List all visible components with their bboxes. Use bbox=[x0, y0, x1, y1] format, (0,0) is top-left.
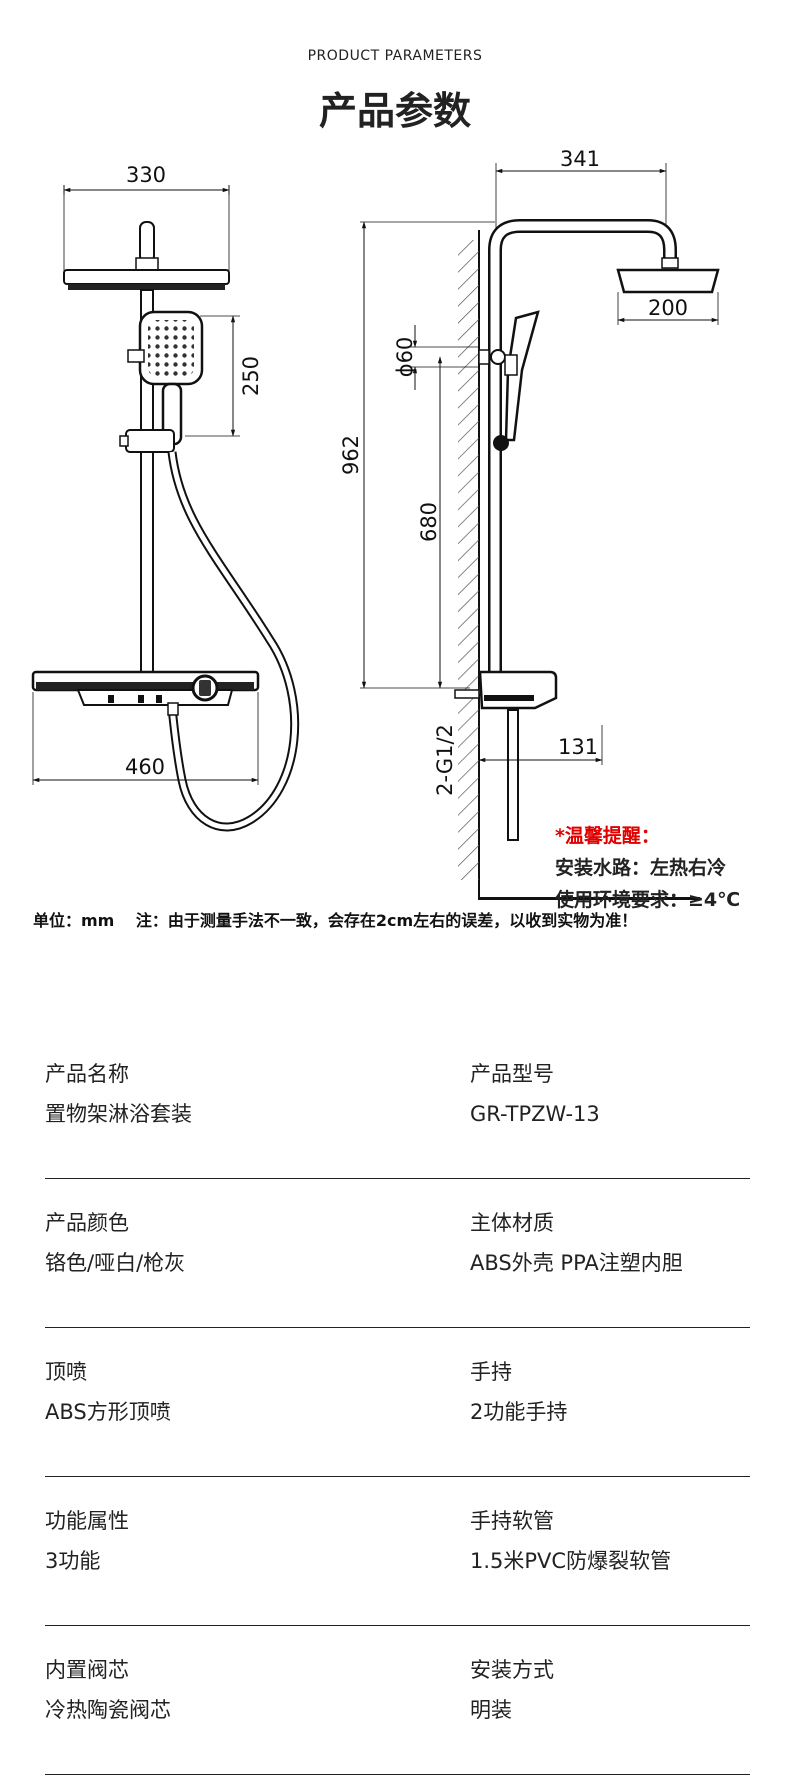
spec-label: 内置阀芯 bbox=[45, 1658, 129, 1682]
spec-row: 顶喷 ABS方形顶喷 手持 2功能手持 bbox=[45, 1328, 750, 1477]
spec-row: 产品颜色 铬色/哑白/枪灰 主体材质 ABS外壳 PPA注塑内胆 bbox=[45, 1179, 750, 1328]
dim-arm-reach: 341 bbox=[560, 147, 600, 171]
spec-row: 产品名称 置物架淋浴套装 产品型号 GR-TPZW-13 bbox=[45, 1030, 750, 1179]
spec-cell: 功能属性 3功能 bbox=[45, 1501, 385, 1581]
spec-cell: 内置阀芯 冷热陶瓷阀芯 bbox=[45, 1650, 385, 1730]
dim-pipe-dia: ϕ60 bbox=[393, 337, 417, 378]
front-view: 330 250 bbox=[31, 163, 300, 832]
spec-cell: 手持 2功能手持 bbox=[470, 1352, 790, 1432]
technical-drawing: 330 250 bbox=[31, 147, 720, 900]
dim-head-width: 330 bbox=[126, 163, 166, 187]
spec-value: 1.5米PVC防爆裂软管 bbox=[470, 1549, 672, 1573]
spec-value: 冷热陶瓷阀芯 bbox=[45, 1698, 171, 1722]
dim-head-depth: 200 bbox=[648, 296, 688, 320]
spec-value: GR-TPZW-13 bbox=[470, 1102, 600, 1126]
spec-value: 铬色/哑白/枪灰 bbox=[45, 1251, 186, 1275]
notice-title: *温馨提醒： bbox=[555, 825, 660, 847]
dim-total-height: 962 bbox=[339, 435, 363, 475]
notice-line-1: 安装水路：左热右冷 bbox=[555, 857, 727, 879]
spec-value: 明装 bbox=[470, 1698, 512, 1722]
spec-cell: 产品颜色 铬色/哑白/枪灰 bbox=[45, 1203, 385, 1283]
spec-cell: 手持软管 1.5米PVC防爆裂软管 bbox=[470, 1501, 790, 1581]
spec-value: 3功能 bbox=[45, 1549, 101, 1573]
spec-label: 产品名称 bbox=[45, 1062, 129, 1086]
dim-mount-height: 680 bbox=[417, 502, 441, 542]
spec-label: 产品颜色 bbox=[45, 1211, 129, 1235]
spec-label: 产品型号 bbox=[470, 1062, 554, 1086]
spec-row: 功能属性 3功能 手持软管 1.5米PVC防爆裂软管 bbox=[45, 1477, 750, 1626]
spec-cell: 安装方式 明装 bbox=[470, 1650, 790, 1730]
notice-line-2: 使用环境要求：≥4℃ bbox=[555, 889, 741, 911]
spec-value: 置物架淋浴套装 bbox=[45, 1102, 192, 1126]
spec-label: 手持 bbox=[470, 1360, 512, 1384]
spec-label: 手持软管 bbox=[470, 1509, 554, 1533]
spec-value: ABS方形顶喷 bbox=[45, 1400, 171, 1424]
spec-row: 内置阀芯 冷热陶瓷阀芯 安装方式 明装 bbox=[45, 1626, 750, 1775]
dim-inlet: 2-G1/2 bbox=[433, 724, 457, 796]
spec-cell: 主体材质 ABS外壳 PPA注塑内胆 bbox=[470, 1203, 790, 1283]
spec-label: 安装方式 bbox=[470, 1658, 554, 1682]
spec-cell: 产品名称 置物架淋浴套装 bbox=[45, 1054, 385, 1134]
notice-box: *温馨提醒： 安装水路：左热右冷 使用环境要求：≥4℃ bbox=[555, 820, 740, 916]
spec-label: 功能属性 bbox=[45, 1509, 129, 1533]
spec-cell: 产品型号 GR-TPZW-13 bbox=[470, 1054, 790, 1134]
spec-label: 顶喷 bbox=[45, 1360, 87, 1384]
spec-value: 2功能手持 bbox=[470, 1400, 568, 1424]
spec-table: 产品名称 置物架淋浴套装 产品型号 GR-TPZW-13 产品颜色 铬色/哑白/… bbox=[45, 1030, 750, 1775]
page-subtitle: PRODUCT PARAMETERS bbox=[307, 48, 483, 64]
unit-note: 单位：mm 注：由于测量手法不一致，会存在2cm左右的误差，以收到实物为准！ bbox=[33, 911, 638, 930]
dim-spout: 131 bbox=[558, 735, 598, 759]
spec-value: ABS外壳 PPA注塑内胆 bbox=[470, 1251, 683, 1275]
spec-cell: 顶喷 ABS方形顶喷 bbox=[45, 1352, 385, 1432]
dim-shelf-width: 460 bbox=[125, 755, 165, 779]
dim-handheld-height: 250 bbox=[239, 356, 263, 396]
spec-label: 主体材质 bbox=[470, 1211, 554, 1235]
side-view: 341 200 ϕ60 962 680 bbox=[339, 147, 720, 900]
page-title: 产品参数 bbox=[318, 89, 471, 133]
